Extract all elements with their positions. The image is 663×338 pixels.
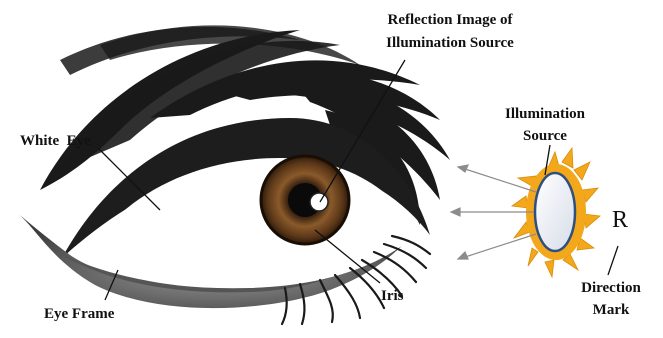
direction-label-line2: Mark [593, 302, 630, 318]
eye-frame-label: Eye Frame [44, 306, 115, 322]
reflection-glint [310, 193, 328, 211]
reflection-label-line1: Reflection Image of [388, 12, 514, 28]
eye-illustration-icon [20, 25, 450, 324]
illumination-source-disk [535, 173, 575, 251]
direction-label-line1: Direction [581, 280, 641, 296]
white-eye-label: White Eye [20, 133, 91, 149]
reflection-label-line2: Illumination Source [386, 35, 514, 51]
direction-mark-letter: R [612, 207, 628, 233]
illumination-label-line1: Illumination [505, 106, 586, 122]
illumination-label-line2: Source [523, 128, 567, 144]
iris-label: Iris [381, 288, 404, 304]
